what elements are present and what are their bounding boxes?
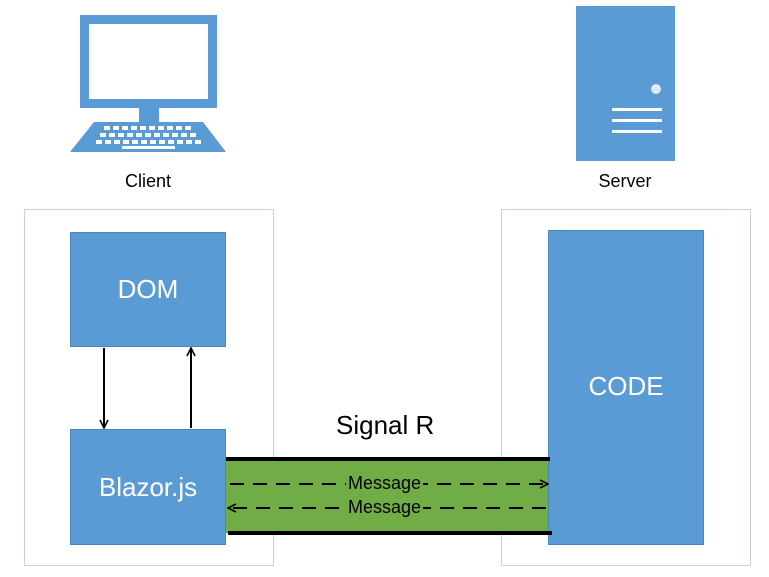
message-to-client-label: Message <box>346 497 424 518</box>
dom-label: DOM <box>117 274 179 304</box>
code-label: CODE <box>588 371 664 401</box>
server-label: Server <box>598 171 652 191</box>
client-label: Client <box>124 171 172 191</box>
message-to-server-label: Message <box>346 473 424 494</box>
signalr-channel <box>226 459 548 533</box>
signalr-title: Signal R <box>336 410 435 440</box>
dom-block: DOM <box>70 232 226 347</box>
blazor-block: Blazor.js <box>70 429 226 545</box>
code-block: CODE <box>548 230 704 545</box>
blazor-label: Blazor.js <box>98 471 198 502</box>
